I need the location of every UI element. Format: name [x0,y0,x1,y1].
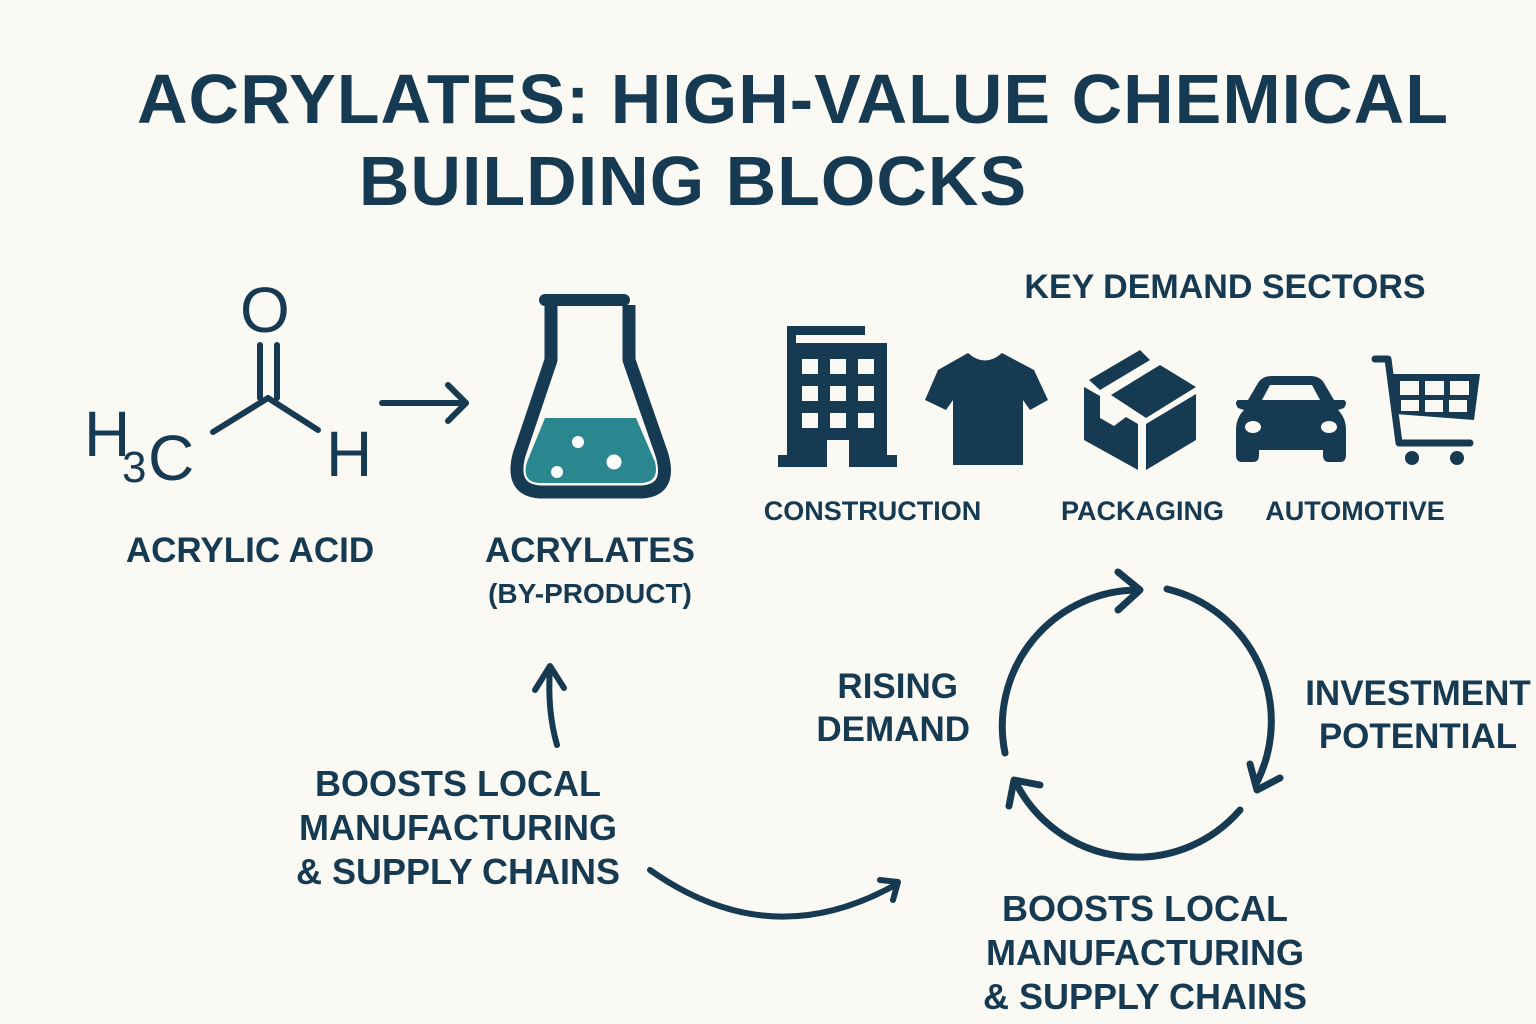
title-line-2: BUILDING BLOCKS [358,142,1028,220]
cycle-bottom-line-3: & SUPPLY CHAINS [982,976,1308,1017]
page-title: ACRYLATES: HIGH-VALUE CHEMICAL BUILDING … [0,58,1536,222]
investment-line-1: INVESTMENT [1305,674,1531,713]
cycle-bottom-label: BOOSTS LOCAL MANUFACTURING & SUPPLY CHAI… [960,887,1330,1019]
investment-potential-label: INVESTMENT POTENTIAL [1298,672,1536,758]
cycle-bottom-line-1: BOOSTS LOCAL [1002,888,1288,929]
rising-demand-label: RISING DEMAND [790,665,970,751]
sector-label-construction: CONSTRUCTION [763,496,982,526]
rising-demand-line-1: RISING [837,667,958,706]
acrylates-sublabel: (BY-PRODUCT) [488,578,692,609]
carbon-atom: C [148,422,194,494]
investment-line-2: POTENTIAL [1318,717,1518,756]
right-hydrogen: H [326,418,372,490]
rising-demand-line-2: DEMAND [816,710,970,749]
curved-arrow-icon [647,867,901,920]
left-impact-line-3: & SUPPLY CHAINS [295,851,621,892]
acrylates-label: ACRYLATES [485,531,695,570]
left-impact-label: BOOSTS LOCAL MANUFACTURING & SUPPLY CHAI… [278,762,638,894]
cart-icon [1371,355,1480,465]
title-line-1: ACRYLATES: HIGH-VALUE CHEMICAL [137,60,1449,138]
left-hydrogen: H [84,398,130,470]
cycle-arrows-icon [998,568,1284,861]
flask-icon [510,294,671,499]
sector-label-automotive: AUTOMOTIVE [1265,496,1445,526]
acrylic-acid-label: ACRYLIC ACID [125,531,375,570]
molecule-bonds [210,342,321,435]
left-impact-line-2: MANUFACTURING [299,807,617,848]
tshirt-icon [925,353,1048,465]
box-icon [1084,350,1196,470]
building-icon [778,326,897,467]
sector-label-packaging: PACKAGING [1060,496,1224,526]
subscript-3: 3 [122,443,146,492]
left-impact-line-1: BOOSTS LOCAL [315,763,601,804]
cycle-bottom-line-2: MANUFACTURING [986,932,1304,973]
sectors-heading: KEY DEMAND SECTORS [1024,268,1426,306]
up-arrow-icon [532,663,567,748]
oxygen-atom: O [240,274,290,346]
reaction-arrow-icon [379,382,469,424]
car-icon [1236,376,1346,462]
